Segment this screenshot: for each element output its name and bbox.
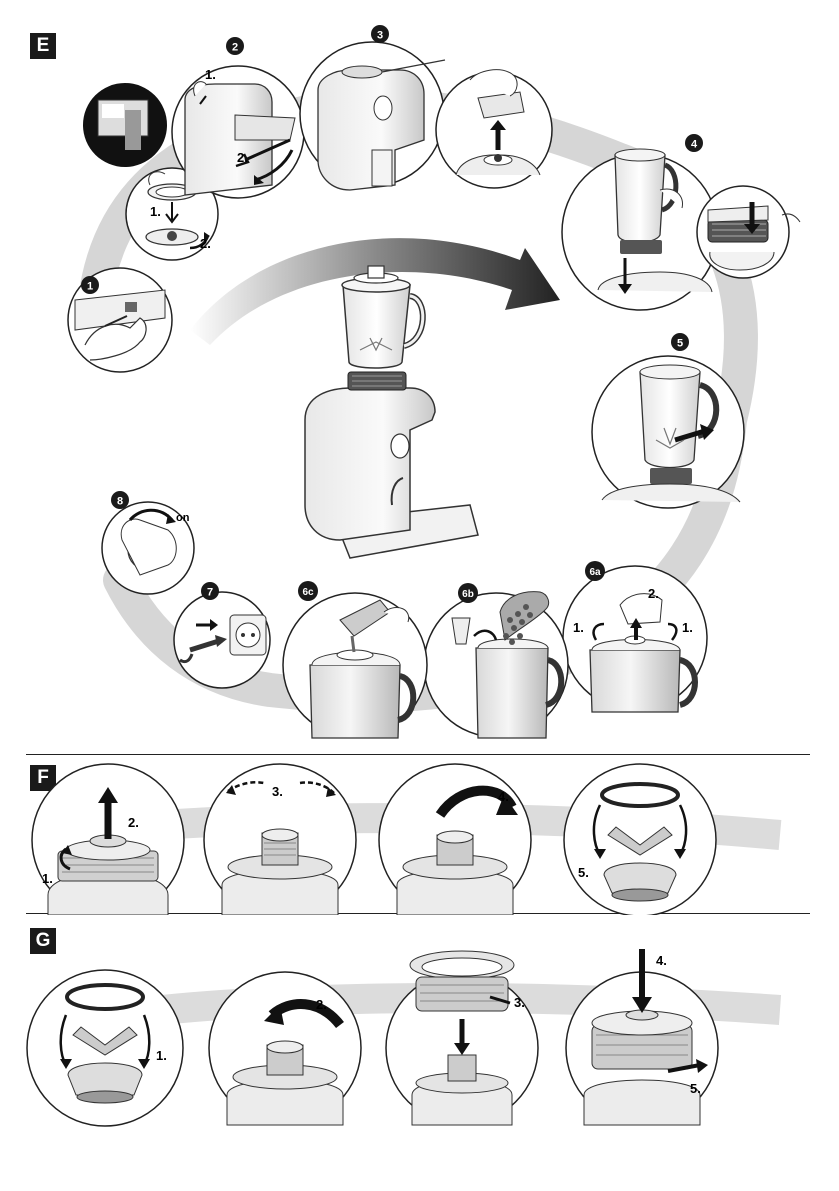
g-step-2-illustration: 2. (208, 971, 362, 1126)
section-f-label: F (30, 765, 56, 791)
badge-6b: 6b (458, 583, 478, 603)
svg-text:2: 2 (232, 42, 238, 54)
step-6b-illustration (423, 591, 569, 739)
step-7-illustration (173, 591, 271, 689)
f-step-4-label: 4. (498, 789, 509, 804)
f-step-5-illustration: 5. (563, 763, 717, 915)
section-g-diagram: 1. 2. 3. (26, 949, 782, 1127)
step-3-illustration (299, 41, 446, 191)
g-step-4-label: 4. (656, 953, 667, 968)
svg-text:8: 8 (117, 496, 123, 508)
step-1-illustration (67, 267, 173, 373)
step-4-illustration (561, 148, 719, 311)
badge-6a: 6a (585, 561, 605, 581)
svg-text:6b: 6b (462, 589, 474, 600)
step-6a-illustration: 1. 2. 1. (562, 565, 708, 713)
divider-e-f (26, 754, 810, 755)
f-step-2-label: 2. (128, 815, 139, 830)
g-step-3-label: 3. (514, 995, 525, 1010)
badge-2: 2 (226, 37, 244, 55)
svg-text:1: 1 (87, 281, 93, 293)
badge-8: 8 (111, 491, 129, 509)
step-2-label-1: 1. (205, 67, 216, 82)
step-3b-illustration (435, 69, 553, 189)
step-6a-label-1-right: 1. (682, 620, 693, 635)
badge-3: 3 (371, 25, 389, 43)
g-step-4-illustration: 4. 5. (565, 949, 719, 1126)
badge-1: 1 (81, 276, 99, 294)
badge-6c: 6c (298, 581, 318, 601)
step-2-illustration: 1. 2. (171, 65, 305, 199)
f-step-1-label: 1. (42, 871, 53, 886)
section-e-label: E (30, 33, 56, 59)
badge-5: 5 (671, 333, 689, 351)
step-8-on-label: on (176, 512, 190, 524)
step-6a-label-1-left: 1. (573, 620, 584, 635)
svg-text:6a: 6a (589, 567, 601, 578)
f-step-4-illustration: 4. (378, 763, 532, 915)
g-step-2-label: 2. (316, 997, 327, 1012)
step-6c-illustration (282, 592, 428, 739)
g-step-1-label: 1. (156, 1048, 167, 1063)
blender-assembled-image (304, 265, 479, 559)
badge-7: 7 (201, 582, 219, 600)
step-8-illustration: on (101, 501, 195, 595)
step-2-label-2: 2. (237, 150, 248, 165)
step-4-detail (696, 185, 801, 279)
socket-inset-icon (83, 83, 167, 167)
step-6a-label-2: 2. (648, 586, 659, 601)
f-step-1-illustration: 2. 1. (31, 763, 185, 915)
step-small-label-2: 2. (200, 236, 211, 251)
svg-text:6c: 6c (302, 587, 314, 598)
g-step-5-label: 5. (690, 1081, 701, 1096)
step-small-label-1: 1. (150, 204, 161, 219)
section-e-diagram: 1. 2. 1. 2. (67, 25, 801, 739)
svg-text:5: 5 (677, 338, 683, 350)
section-f-diagram: 2. 1. 3. 4. (31, 763, 782, 915)
g-step-1-illustration: 1. (26, 969, 184, 1127)
svg-text:3: 3 (377, 30, 383, 42)
svg-text:7: 7 (207, 587, 213, 599)
section-g-label: G (30, 928, 56, 954)
direction-arrow (190, 238, 560, 345)
f-step-5-label: 5. (578, 865, 589, 880)
f-step-3-label: 3. (272, 784, 283, 799)
svg-text:4: 4 (691, 139, 698, 151)
step-badges: 1 2 3 4 5 6a 6b 6c 7 8 (81, 25, 703, 603)
g-step-3-illustration: 3. (385, 950, 539, 1126)
f-step-3-illustration: 3. (203, 763, 357, 915)
step-5-illustration (591, 355, 745, 509)
badge-4: 4 (685, 134, 703, 152)
